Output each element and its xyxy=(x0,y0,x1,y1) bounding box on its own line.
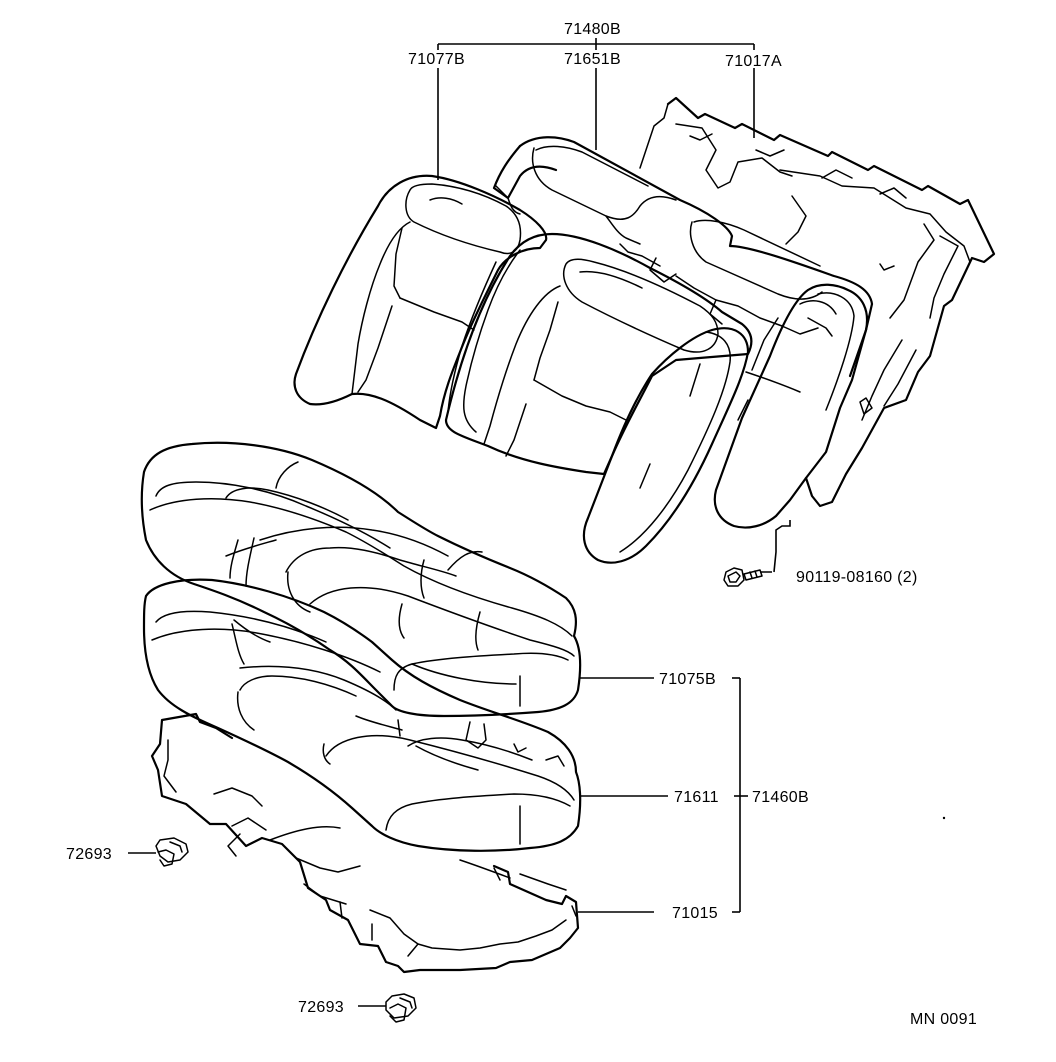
label-bolt: 90119-08160 (2) xyxy=(796,569,918,586)
label-72693-lower: 72693 xyxy=(298,999,344,1016)
diagram-code: MN 0091 xyxy=(910,1011,977,1028)
cushion-cover[interactable] xyxy=(140,441,582,718)
bolt[interactable] xyxy=(723,520,791,587)
clip-lower[interactable] xyxy=(385,993,417,1023)
backrest-frame[interactable] xyxy=(639,96,996,508)
label-71077B: 71077B xyxy=(408,51,465,68)
cushion-pad[interactable] xyxy=(142,578,582,852)
label-72693-upper: 72693 xyxy=(66,846,112,863)
label-71611: 71611 xyxy=(674,789,719,806)
label-71017A: 71017A xyxy=(725,53,782,70)
label-71015: 71015 xyxy=(672,905,718,922)
cushion-frame[interactable] xyxy=(150,712,580,974)
backrest-cover-right[interactable] xyxy=(713,283,869,529)
backrest-cover[interactable] xyxy=(293,174,753,564)
label-71480B: 71480B xyxy=(564,21,621,38)
clip-upper[interactable] xyxy=(155,837,189,867)
stray-dot xyxy=(942,816,946,820)
label-71651B: 71651B xyxy=(564,51,621,68)
label-71460B: 71460B xyxy=(752,789,809,806)
leader-lines xyxy=(128,38,755,1007)
label-71075B: 71075B xyxy=(659,671,716,688)
backrest-pad[interactable] xyxy=(492,136,874,393)
